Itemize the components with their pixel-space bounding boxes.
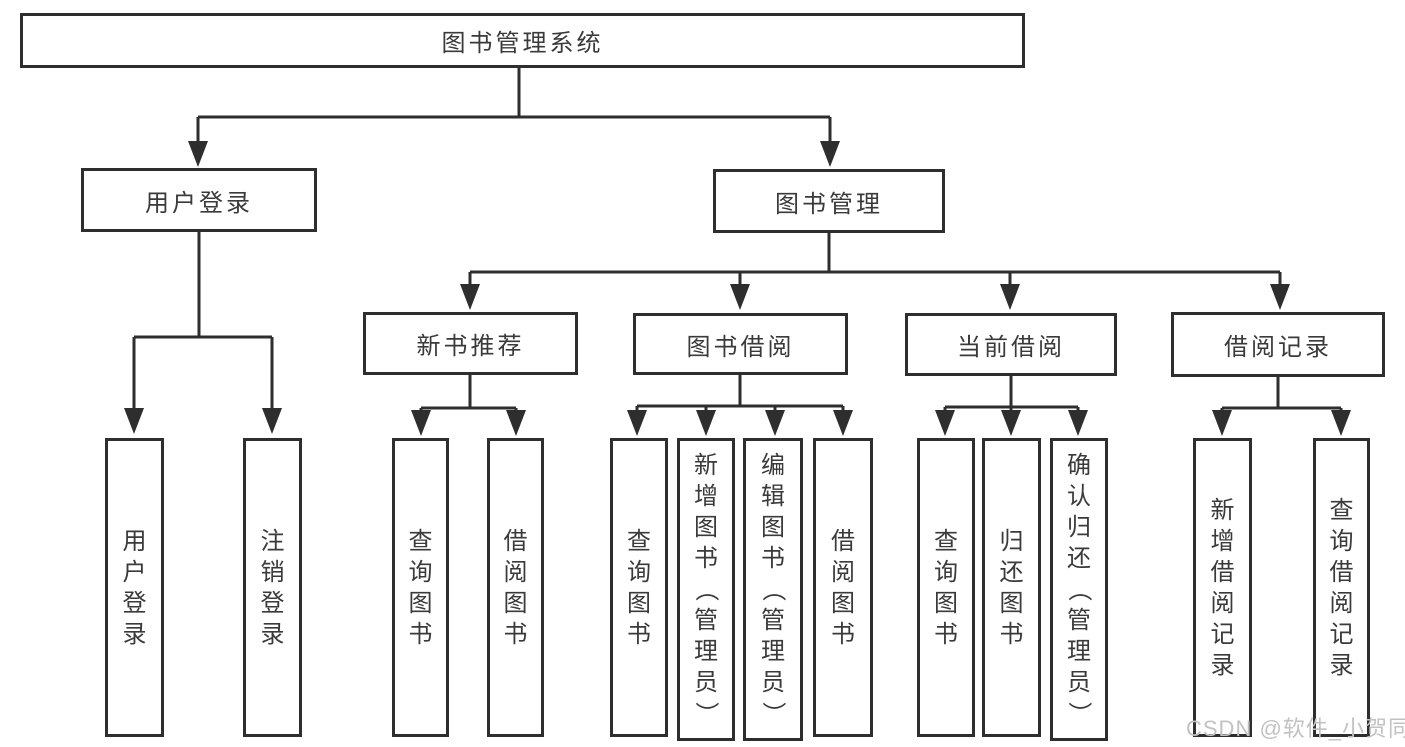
leaf-borrow-books-recommend: 借阅图书 [487, 438, 544, 737]
node-new-book-recommendation: 新书推荐 [363, 312, 578, 375]
leaf-add-books-admin: 新增图书（管理员） [677, 438, 735, 741]
leaf-return-books: 归还图书 [982, 438, 1041, 737]
leaf-confirm-return-admin: 确认归还（管理员） [1050, 438, 1108, 741]
node-current-borrowing: 当前借阅 [905, 313, 1117, 376]
node-borrowing-records: 借阅记录 [1171, 312, 1385, 377]
node-library-management-system: 图书管理系统 [20, 13, 1025, 68]
leaf-query-books-current: 查询图书 [917, 438, 975, 737]
node-book-management: 图书管理 [713, 169, 945, 233]
leaf-edit-books-admin: 编辑图书（管理员） [743, 438, 803, 741]
leaf-user-login: 用户登录 [105, 438, 164, 737]
leaf-query-books-borrowing: 查询图书 [610, 438, 668, 737]
csdn-watermark: CSDN @软件_小贺同学 [1186, 716, 1405, 741]
leaf-borrow-books-borrowing: 借阅图书 [813, 438, 873, 737]
leaf-query-books-recommend: 查询图书 [392, 438, 449, 737]
node-user-login: 用户登录 [81, 168, 317, 232]
leaf-query-borrow-record: 查询借阅记录 [1313, 438, 1370, 737]
node-book-borrowing: 图书借阅 [633, 313, 848, 375]
leaf-logout: 注销登录 [243, 438, 302, 737]
leaf-add-borrow-record: 新增借阅记录 [1193, 438, 1252, 737]
